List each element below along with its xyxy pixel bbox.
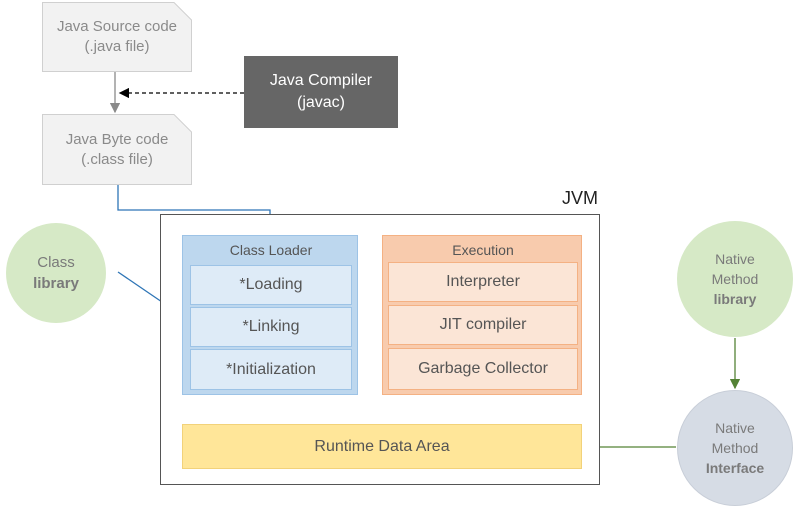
native-interface-line2: Method xyxy=(711,440,759,456)
native-method-interface-circle: Native Method Interface xyxy=(677,390,793,506)
native-interface-line1: Native xyxy=(715,420,755,436)
compiler-line2: (javac) xyxy=(296,94,345,111)
compiler-line1: Java Compiler xyxy=(269,72,373,89)
source-doc-line1: Java Source code xyxy=(56,18,178,35)
execution-item-garbage-collector: Garbage Collector xyxy=(388,348,578,390)
native-method-library-circle: Native Method library xyxy=(677,221,793,337)
class-library-line2: library xyxy=(33,275,79,292)
class-loader-item-linking: *Linking xyxy=(190,307,352,347)
java-byte-code-doc: Java Byte code (.class file) xyxy=(42,114,192,185)
class-library-circle: Class library xyxy=(6,223,106,323)
execution-box: Execution Interpreter JIT compiler Garba… xyxy=(382,235,582,395)
java-compiler-box: Java Compiler (javac) xyxy=(244,56,398,128)
class-loader-title: Class Loader xyxy=(229,242,313,258)
native-interface-line3: Interface xyxy=(705,460,765,476)
jvm-label: JVM xyxy=(562,188,598,208)
bytecode-doc-line2: (.class file) xyxy=(81,150,153,168)
source-doc-shape xyxy=(42,2,192,72)
class-loader-box: Class Loader *Loading *Linking *Initiali… xyxy=(182,235,358,395)
runtime-data-area: Runtime Data Area xyxy=(182,424,582,469)
source-doc-line2: (.java file) xyxy=(84,38,150,55)
bytecode-doc-shape xyxy=(42,114,192,185)
class-loader-item-loading: *Loading xyxy=(190,265,352,305)
execution-title: Execution xyxy=(452,242,514,258)
java-source-code-doc: Java Source code (.java file) xyxy=(42,2,192,72)
execution-item-interpreter: Interpreter xyxy=(388,262,578,302)
bytecode-doc-line1: Java Byte code xyxy=(65,130,169,148)
native-library-line3: library xyxy=(713,291,757,307)
native-library-line2: Method xyxy=(711,271,759,287)
class-library-line1: Class xyxy=(37,254,75,271)
native-library-line1: Native xyxy=(715,251,755,267)
class-loader-item-initialization: *Initialization xyxy=(190,349,352,390)
execution-item-jit-compiler: JIT compiler xyxy=(388,305,578,345)
